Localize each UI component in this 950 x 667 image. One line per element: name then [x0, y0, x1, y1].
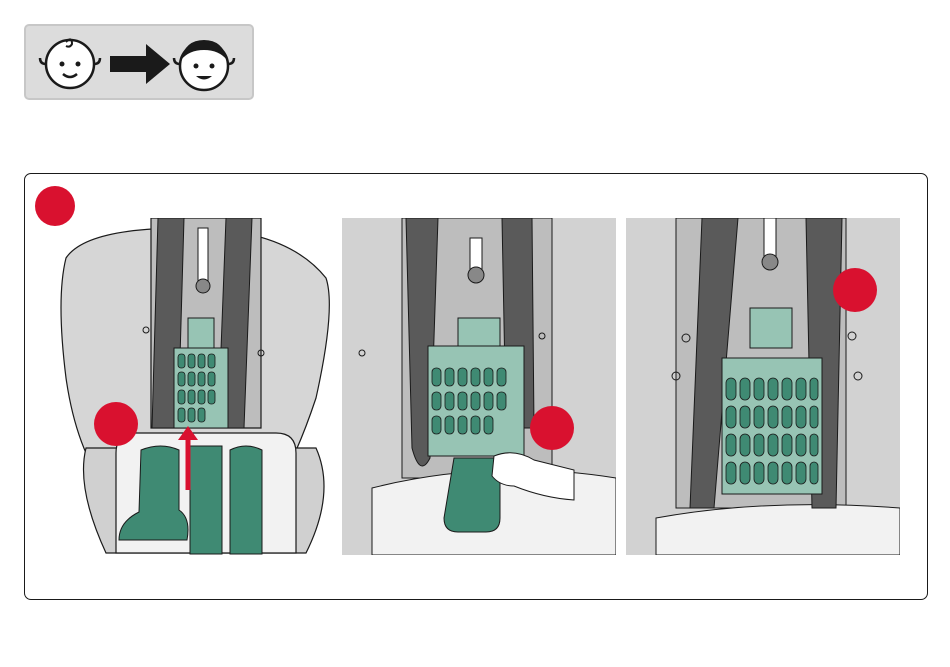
panel-2	[342, 218, 616, 555]
age-group-badge	[24, 24, 254, 100]
child-face-icon	[174, 40, 234, 90]
baby-face-icon	[40, 39, 100, 88]
red-marker-hand	[530, 406, 574, 450]
red-marker-strap	[833, 268, 877, 312]
arrow-right-icon	[110, 44, 170, 84]
panel-1	[56, 218, 334, 555]
red-marker-pad	[94, 402, 138, 446]
